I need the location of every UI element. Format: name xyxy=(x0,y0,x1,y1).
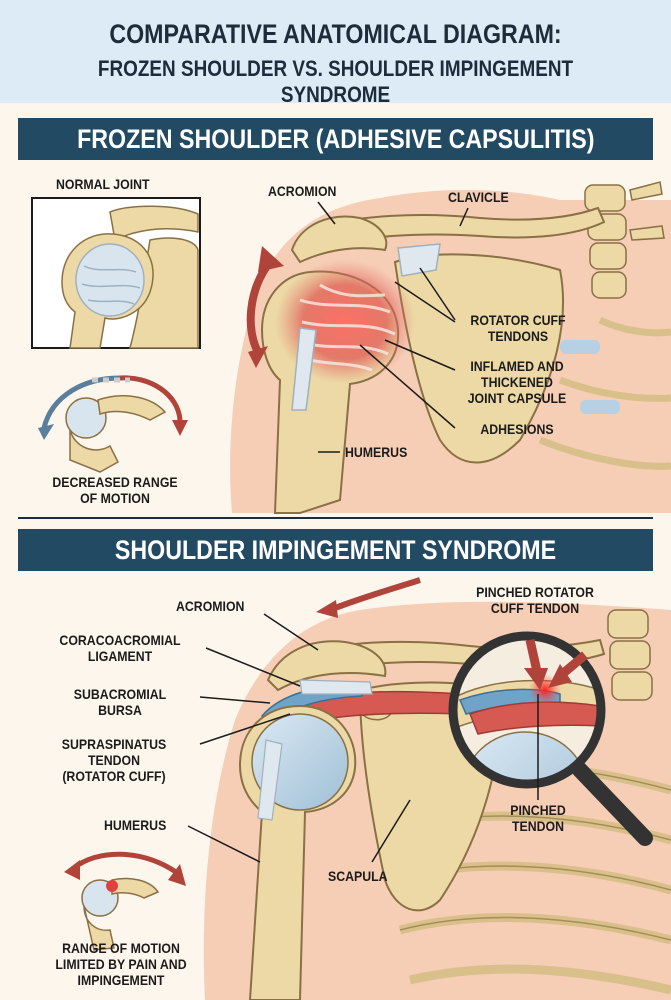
adhesion-strands xyxy=(299,283,396,372)
label-coraco-1: CORACOACROMIAL xyxy=(59,632,181,648)
label-adhesions: ADHESIONS xyxy=(480,421,554,437)
label-acromion-bottom: ACROMION xyxy=(176,598,245,614)
acromion-top xyxy=(290,215,388,264)
scapula-top xyxy=(393,253,565,464)
spine-bottom xyxy=(607,609,653,701)
label-normal-joint: NORMAL JOINT xyxy=(56,176,150,192)
label-pinched-cuff-2: CUFF TENDON xyxy=(490,600,580,616)
acromion-bottom xyxy=(266,640,387,692)
title-line-1: COMPARATIVE ANATOMICAL DIAGRAM: xyxy=(109,19,562,49)
label-rom-top-1: DECREASED RANGE xyxy=(52,474,178,490)
label-bursa-2: BURSA xyxy=(98,702,142,718)
decreased-range-icon xyxy=(38,375,188,473)
label-humerus-bottom: HUMERUS xyxy=(104,817,167,833)
normal-joint-inset xyxy=(31,197,201,349)
label-inflamed-3: JOINT CAPSULE xyxy=(467,390,567,406)
label-supra-3: (ROTATOR CUFF) xyxy=(62,768,166,784)
limited-range-icon xyxy=(64,851,186,951)
label-humerus-top: HUMERUS xyxy=(345,444,408,460)
range-arrow-top xyxy=(246,259,274,354)
leader-lines-bottom xyxy=(187,613,539,863)
label-acromion-top: ACROMION xyxy=(268,183,337,199)
label-coraco-2: LIGAMENT xyxy=(87,648,153,664)
label-rom-top-2: OF MOTION xyxy=(80,490,150,506)
impingement-arrow xyxy=(328,577,421,613)
label-pinched-cuff-1: PINCHED ROTATOR xyxy=(476,584,594,600)
magnifier-zoom xyxy=(448,631,653,846)
ribs-top xyxy=(538,316,671,470)
impingement-banner: SHOULDER IMPINGEMENT SYNDROME xyxy=(18,529,653,571)
label-rom-bottom-2: LIMITED BY PAIN AND xyxy=(55,956,187,972)
label-bursa-1: SUBACROMIAL xyxy=(73,686,167,702)
leader-lines-top xyxy=(317,201,469,453)
label-inflamed-2: THICKENED xyxy=(481,374,553,390)
label-pinched-1: PINCHED xyxy=(510,802,566,818)
label-rotator-cuff-1: ROTATOR CUFF xyxy=(470,312,566,328)
label-supra-2: TENDON xyxy=(87,752,141,768)
label-rom-bottom-1: RANGE OF MOTION xyxy=(62,940,180,956)
clavicle-bone xyxy=(308,206,606,250)
label-rotator-cuff-2: TENDONS xyxy=(487,328,549,344)
title-line-2: FROZEN SHOULDER VS. SHOULDER IMPINGEMENT… xyxy=(97,56,574,107)
label-scapula: SCAPULA xyxy=(328,868,388,884)
rotator-cuff-top xyxy=(291,243,441,411)
label-supra-1: SUPRASPINATUS xyxy=(61,736,167,752)
frozen-shoulder-banner: FROZEN SHOULDER (ADHESIVE CAPSULITIS) xyxy=(18,118,653,160)
label-inflamed-1: INFLAMED AND xyxy=(470,358,564,374)
label-clavicle: CLAVICLE xyxy=(448,189,509,205)
label-rom-bottom-3: IMPINGEMENT xyxy=(77,972,165,988)
label-pinched-2: TENDON xyxy=(511,818,565,834)
impingement-banner-text: SHOULDER IMPINGEMENT SYNDROME xyxy=(114,535,557,565)
coracoacromial-ligament xyxy=(299,679,373,695)
frozen-shoulder-banner-text: FROZEN SHOULDER (ADHESIVE CAPSULITIS) xyxy=(76,124,595,154)
